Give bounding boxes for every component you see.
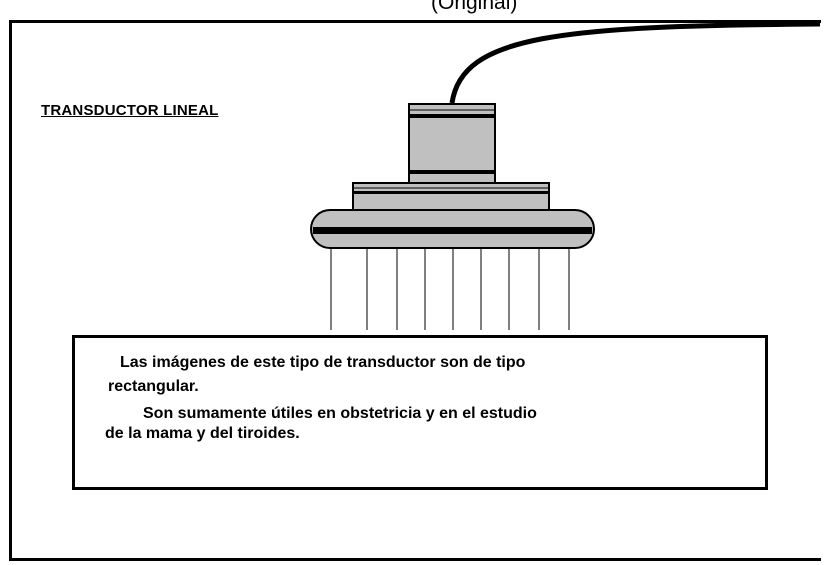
- description-box: Las imágenes de este tipo de transductor…: [72, 335, 768, 490]
- ultrasound-beam-lines: [330, 249, 570, 330]
- description-line-2: rectangular.: [108, 378, 199, 395]
- transducer-cable: [449, 21, 821, 104]
- transducer-handle: [408, 103, 496, 185]
- diagram-frame: [9, 20, 821, 561]
- transducer-head: [310, 209, 595, 249]
- description-line-3: Son sumamente útiles en obstetricia y en…: [143, 405, 537, 422]
- description-line-1: Las imágenes de este tipo de transductor…: [120, 354, 526, 371]
- top-caption: (Original): [431, 0, 518, 14]
- description-line-4: de la mama y del tiroides.: [105, 425, 300, 442]
- transducer-plate: [352, 182, 550, 212]
- diagram-title: TRANSDUCTOR LINEAL: [41, 102, 219, 119]
